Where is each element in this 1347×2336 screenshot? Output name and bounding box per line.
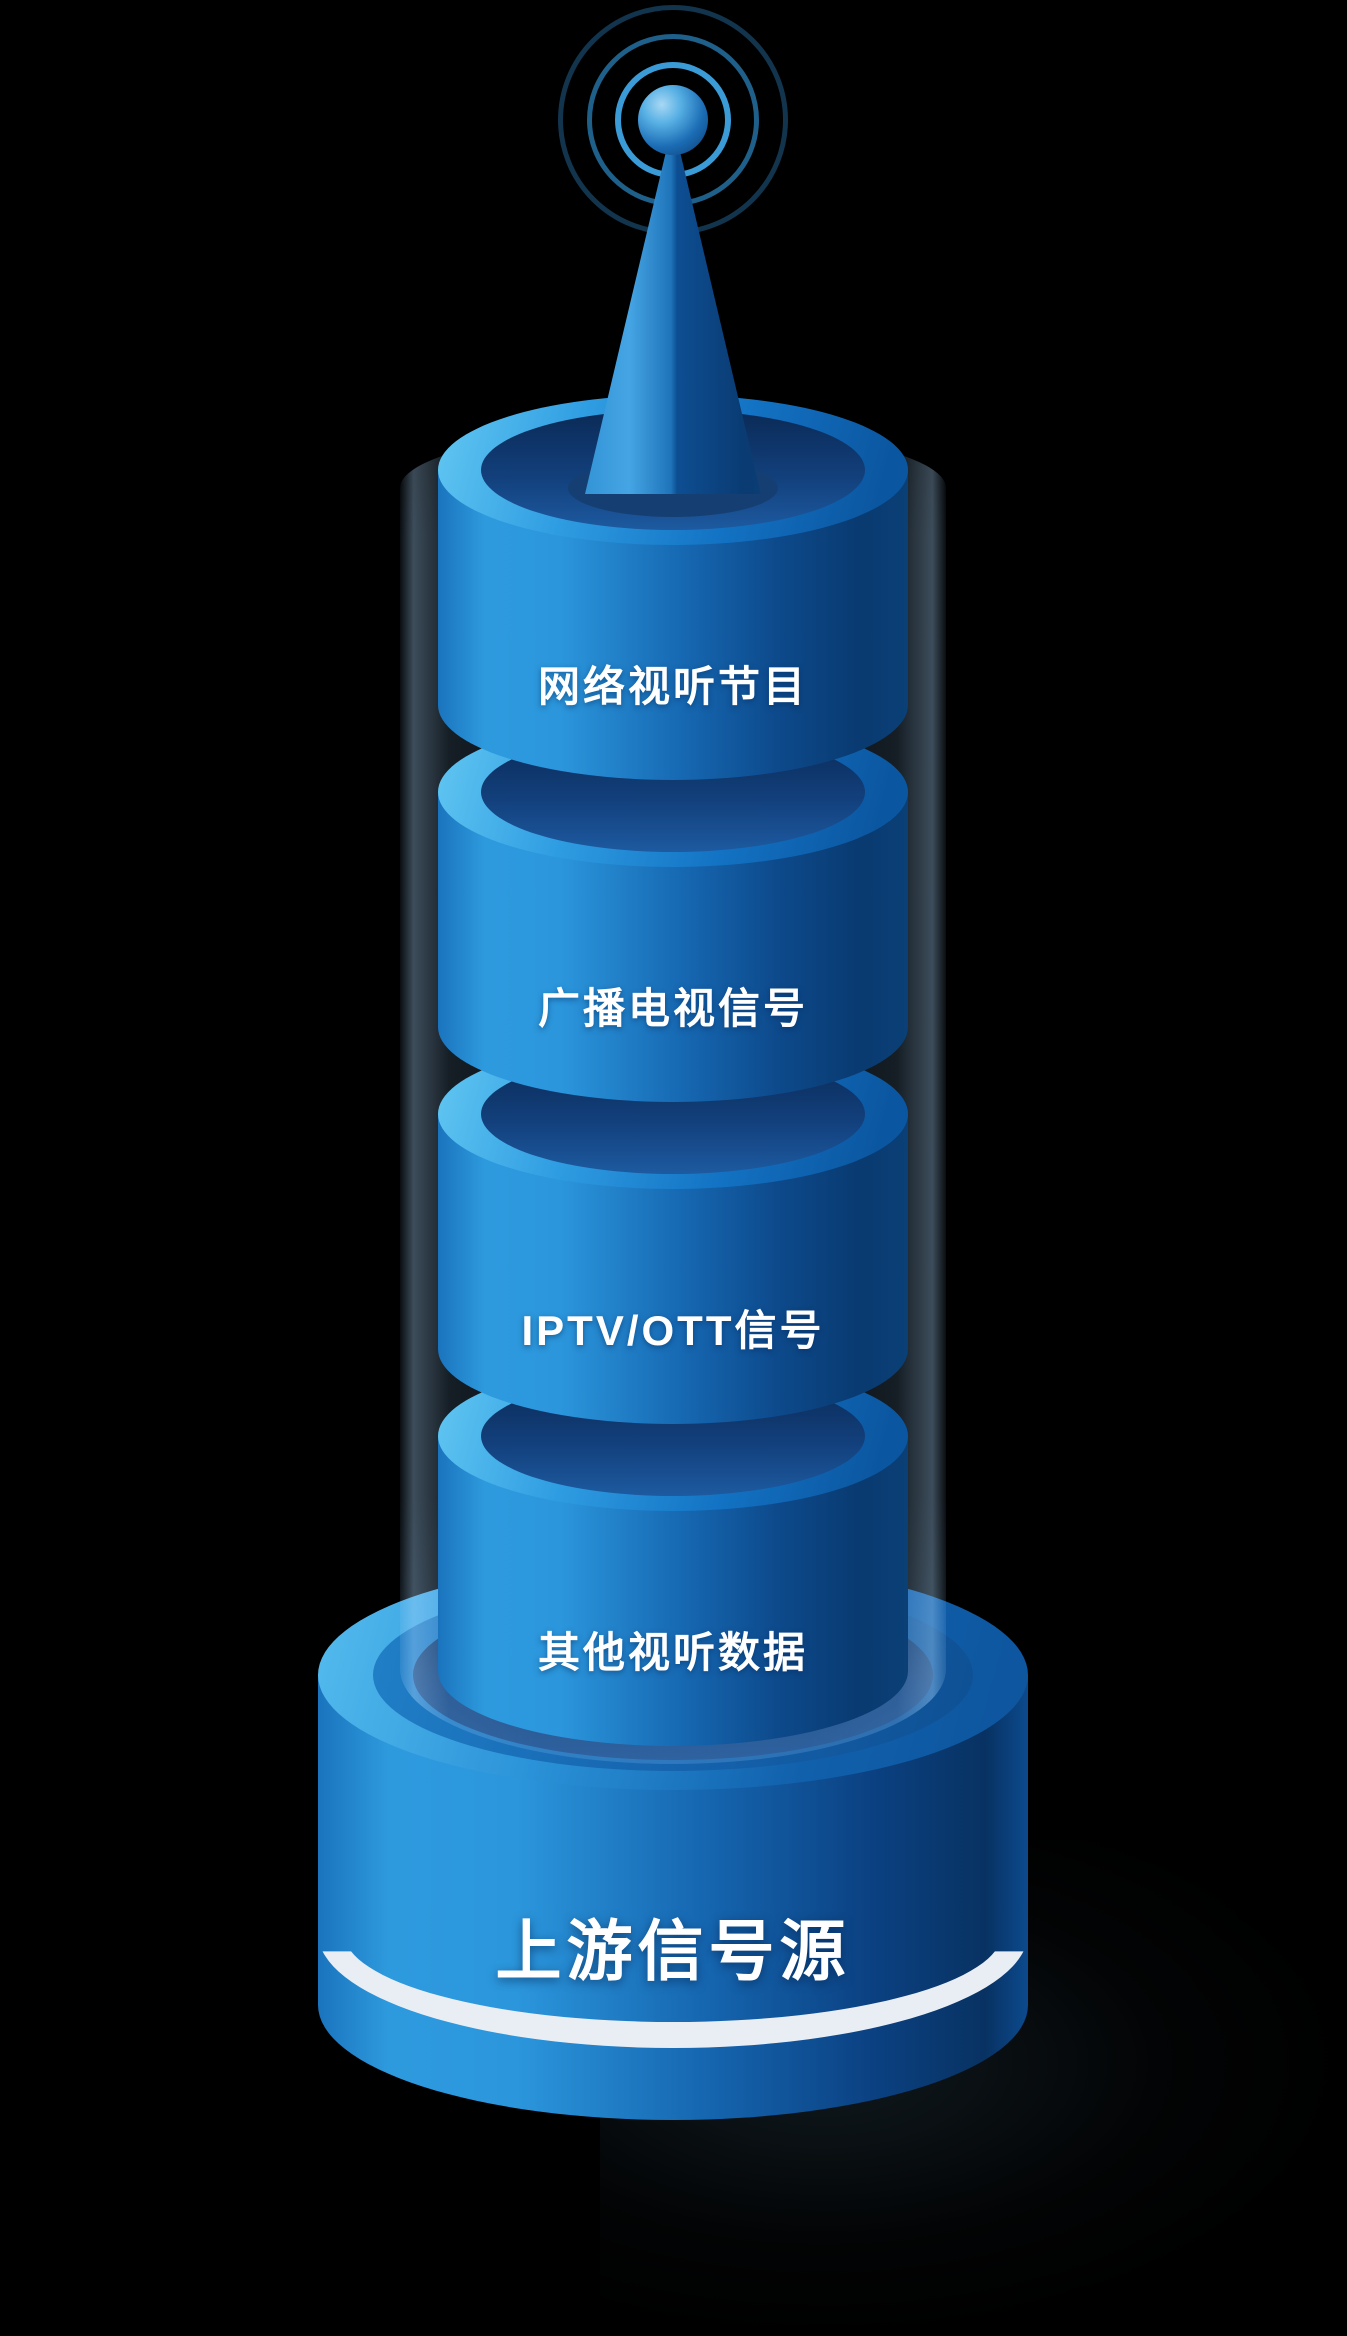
- cylinder-segment-iptv-ott: IPTV/OTT信号: [438, 1039, 908, 1519]
- base-label: 上游信号源: [495, 1914, 851, 1988]
- cylinder-segment-other-data: 其他视听数据: [438, 1361, 908, 1841]
- antenna-ball-icon: [638, 85, 708, 155]
- segment-label: 广播电视信号: [537, 985, 808, 1032]
- segment-label: 网络视听节目: [537, 663, 808, 710]
- segment-label: IPTV/OTT信号: [521, 1307, 825, 1354]
- segment-label: 其他视听数据: [537, 1629, 808, 1676]
